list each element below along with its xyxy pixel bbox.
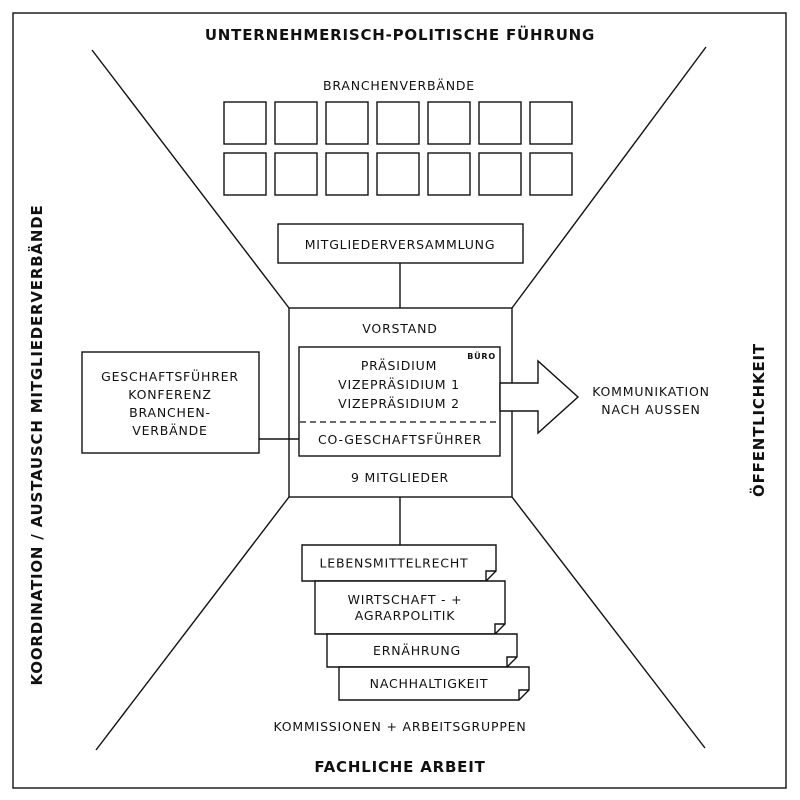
branchenverband-box (376, 152, 420, 196)
diagonal-bottom-left (95, 496, 290, 751)
vorstand-members: 9 MITGLIEDER (351, 470, 449, 485)
branchenverband-box (376, 101, 420, 145)
kommissionen-label: KOMMISSIONEN + ARBEITSGRUPPEN (273, 719, 526, 734)
mitgliederversammlung-label: MITGLIEDERVERSAMMLUNG (305, 237, 496, 252)
branchenverband-box (427, 101, 471, 145)
branchenverband-box (478, 152, 522, 196)
kommission-card (301, 544, 497, 582)
gf-konferenz-line-4: VERBÄNDE (132, 423, 208, 438)
kommission-label: NACHHALTIGKEIT (370, 676, 489, 691)
heading-right: ÖFFENTLICHKEIT (749, 343, 768, 497)
branchenverband-box (427, 152, 471, 196)
buero-label: BÜRO (467, 351, 496, 361)
branchenverband-box (529, 152, 573, 196)
heading-top: UNTERNEHMERISCH-POLITISCHE FÜHRUNG (205, 25, 595, 44)
praesidium-line-3: VIZEPRÄSIDIUM 2 (338, 396, 460, 411)
kommission-card-fold (485, 570, 496, 581)
diagonal-top-right (511, 46, 707, 309)
branchenverband-box (529, 101, 573, 145)
vorstand-title: VORSTAND (362, 321, 437, 336)
gf-konferenz-line-2: KONFERENZ (128, 387, 212, 402)
kommission-card-fold (506, 656, 517, 667)
gf-konferenz-line-1: GESCHAFTSFÜHRER (101, 368, 239, 384)
gf-konferenz-line-3: BRANCHEN- (129, 405, 211, 420)
praesidium-line-2: VIZEPRÄSIDIUM 1 (338, 377, 460, 392)
branchenverband-box (223, 152, 267, 196)
branchenverband-box (274, 101, 318, 145)
gf-konferenz-box (81, 351, 260, 454)
kommunikation-line-1: KOMMUNIKATION (592, 384, 710, 399)
kommission-label: WIRTSCHAFT - + (348, 592, 463, 607)
kommission-label: AGRARPOLITIK (355, 608, 456, 623)
branchenverband-box (478, 101, 522, 145)
kommunikation-arrow (499, 359, 580, 435)
praesidium-box (298, 346, 501, 457)
heading-bottom: FACHLICHE ARBEIT (314, 758, 485, 776)
branchenverbaende-label: BRANCHENVERBÄNDE (323, 78, 475, 93)
branchenverband-box (325, 152, 369, 196)
kommission-label: LEBENSMITTELRECHT (320, 556, 469, 571)
branchenverband-box (325, 101, 369, 145)
kommissionen-stack: LEBENSMITTELRECHT WIRTSCHAFT - +AGRARPOLI… (301, 544, 530, 701)
mitgliederversammlung-box (277, 223, 524, 264)
kommunikation-line-2: NACH AUSSEN (601, 402, 700, 417)
co-geschaeftsfuehrer-label: CO-GESCHAFTSFÜHRER (318, 431, 482, 447)
branchenverband-box (274, 152, 318, 196)
heading-left: KOORDINATION / AUSTAUSCH MITGLIEDERVERBÄ… (27, 205, 46, 686)
kommission-card (314, 580, 506, 635)
praesidium-line-1: PRÄSIDIUM (361, 358, 437, 373)
kommission-card (338, 666, 530, 701)
kommission-card-fold (494, 623, 505, 634)
branchenverbaende-grid (223, 101, 573, 196)
diagonal-top-left (91, 49, 290, 309)
outer-frame (12, 12, 787, 789)
kommission-label: ERNÄHRUNG (373, 643, 461, 658)
branchenverband-box (223, 101, 267, 145)
diagonal-bottom-right (511, 496, 706, 749)
kommission-card (326, 633, 518, 668)
kommission-card-fold (518, 689, 529, 700)
